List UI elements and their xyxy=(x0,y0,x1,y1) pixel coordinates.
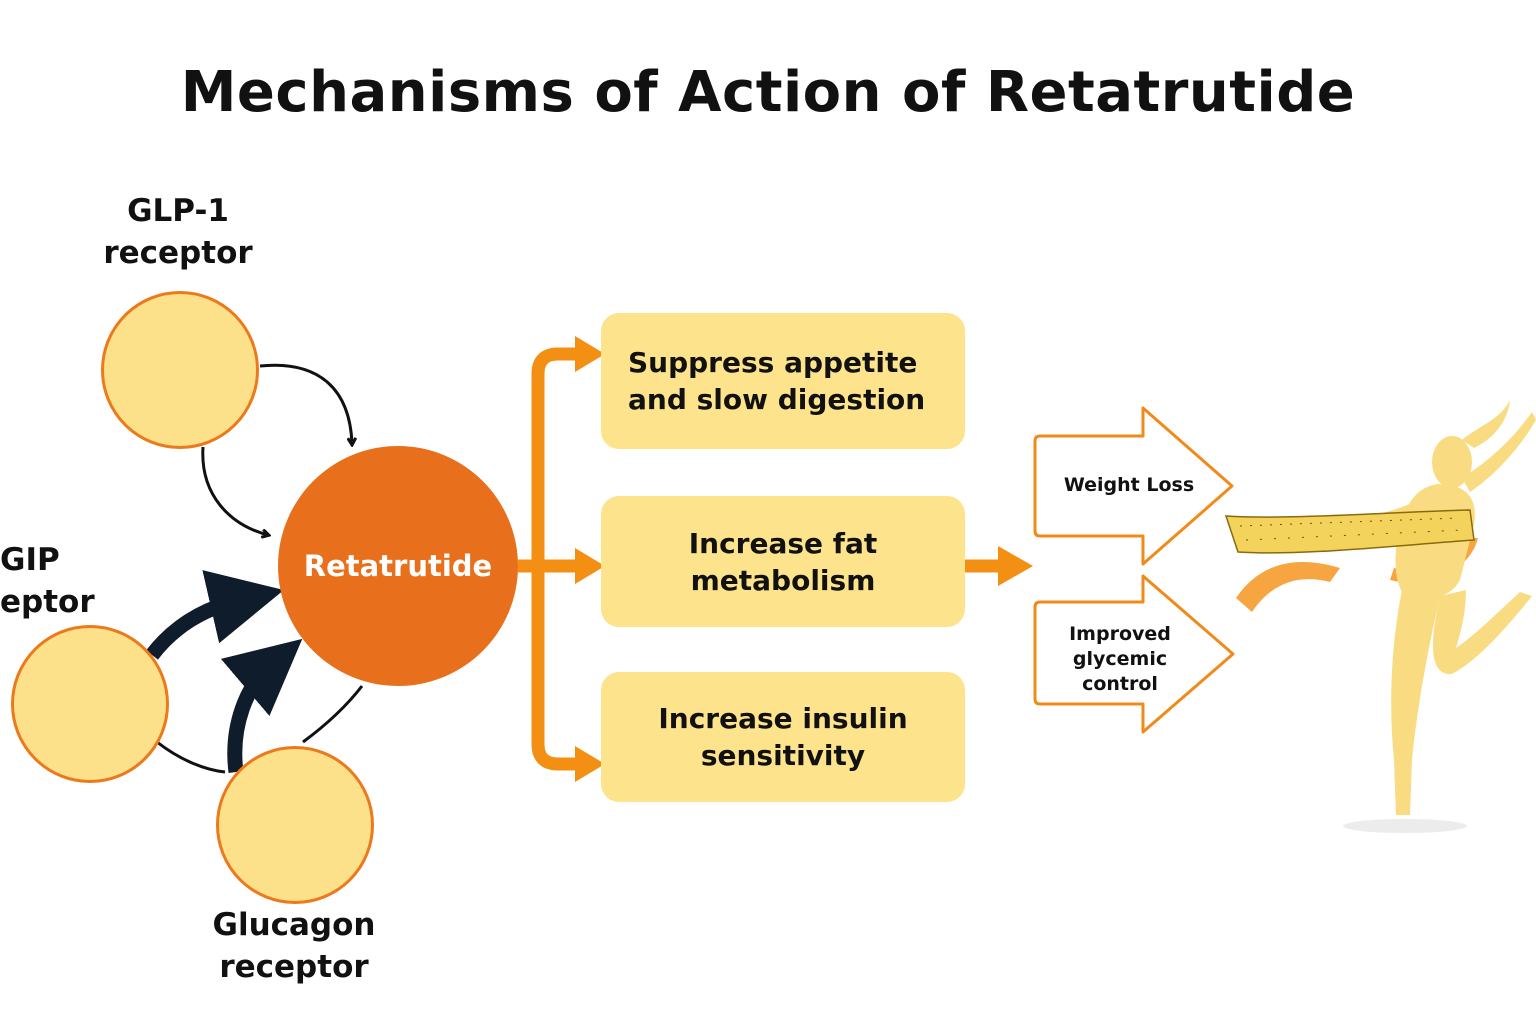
outcome-weight-loss-text: Weight Loss xyxy=(1063,474,1195,496)
gip-label-line2: eptor xyxy=(0,584,95,620)
orange-arrowhead-bottom xyxy=(575,746,605,782)
orange-branch-trunk xyxy=(531,347,580,771)
glp1-label-line1: GLP-1 xyxy=(127,193,229,229)
glucagon-label-line1: Glucagon xyxy=(212,907,376,943)
effect-box-insulin: Increase insulin sensitivity xyxy=(601,672,965,802)
orange-arrowhead-middle xyxy=(575,548,605,584)
glucagon-receptor-label: Glucagon receptor xyxy=(200,904,388,988)
retatrutide-label: Retatrutide xyxy=(303,549,493,583)
glucagon-arrow xyxy=(220,638,303,773)
gip-to-glucagon-connector xyxy=(156,740,226,774)
glucagon-receptor-circle xyxy=(216,746,374,904)
drug-to-glucagon-connector xyxy=(302,685,364,744)
outcome-arrow-outline-weight-loss xyxy=(1033,406,1234,566)
outcome-glycemic-control: Improved glycemic control xyxy=(1040,622,1200,697)
gip-label-line1: GIP xyxy=(0,542,60,578)
gip-arrow xyxy=(146,570,284,660)
outcome-glycemic-line1: Improved xyxy=(1069,623,1171,645)
effects-to-outcomes-arrowhead xyxy=(998,546,1033,586)
effect-fat-line2: metabolism xyxy=(690,563,876,597)
effect-appetite-line2: and slow digestion xyxy=(628,383,926,416)
diagram-title: Mechanisms of Action of Retatrutide xyxy=(180,60,1356,125)
effect-appetite-line1: Suppress appetite xyxy=(628,346,918,379)
outcome-weight-loss: Weight Loss xyxy=(1044,473,1214,498)
gip-receptor-circle xyxy=(11,625,169,783)
glp1-arrow-lower xyxy=(201,446,268,535)
outcome-arrow-outline-glycemic xyxy=(1033,574,1235,734)
glp1-receptor-circle xyxy=(101,291,259,449)
glp1-receptor-label: GLP-1 receptor xyxy=(98,190,258,274)
effect-fat-line1: Increase fat xyxy=(688,526,878,560)
effect-insulin-line1: Increase insulin xyxy=(658,702,908,735)
orange-arrowhead-top xyxy=(575,336,605,372)
outcome-glycemic-line2: glycemic xyxy=(1072,648,1168,670)
glp1-label-line2: receptor xyxy=(103,235,253,271)
retatrutide-circle: Retatrutide xyxy=(278,446,518,686)
effect-box-appetite: Suppress appetite and slow digestion xyxy=(601,313,965,449)
outcome-glycemic-line3: control xyxy=(1082,673,1158,695)
gip-receptor-label: GIP eptor xyxy=(0,539,95,623)
glp1-arrow-upper xyxy=(259,363,352,444)
effect-box-fat-metabolism: Increase fat metabolism xyxy=(601,496,965,627)
glucagon-label-line2: receptor xyxy=(219,949,369,985)
effect-insulin-line2: sensitivity xyxy=(700,739,866,772)
